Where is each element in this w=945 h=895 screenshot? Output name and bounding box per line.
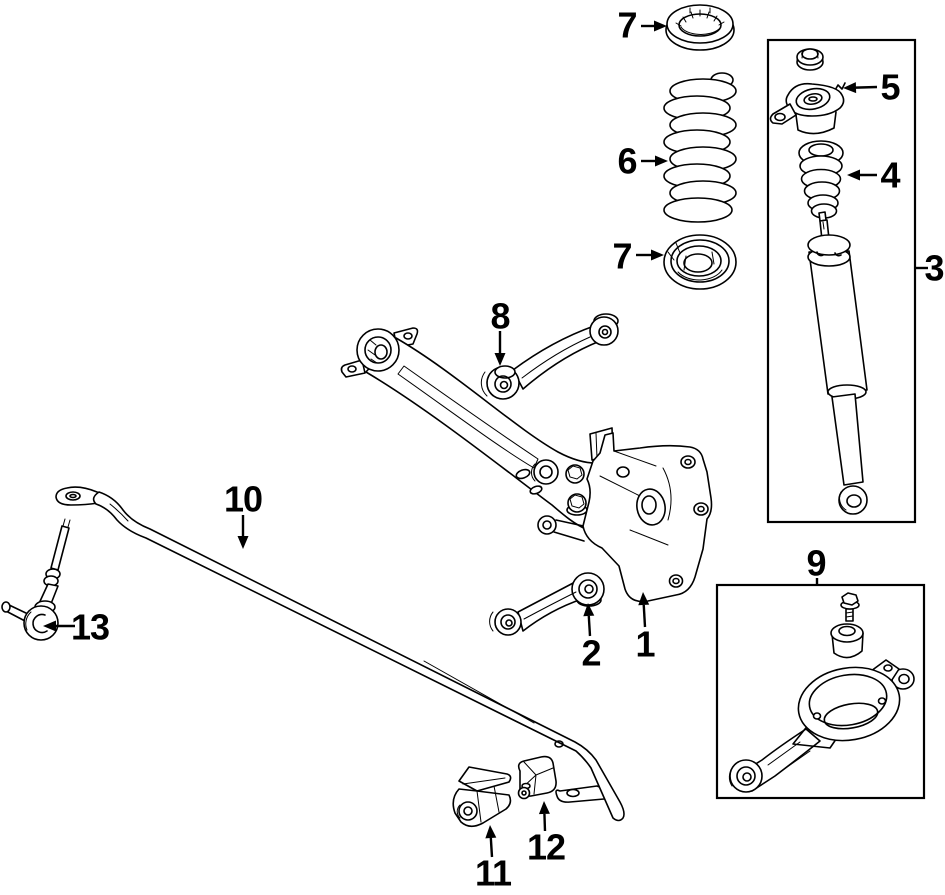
callout-number-9[interactable]: 9 bbox=[806, 543, 826, 584]
part-upper-spring-seat[interactable] bbox=[665, 4, 735, 51]
callout-leader-line bbox=[489, 837, 494, 858]
part-lower-control-arm-group[interactable] bbox=[728, 592, 915, 793]
callout-5[interactable]: 5 bbox=[843, 67, 901, 108]
callout-number-4[interactable]: 4 bbox=[880, 155, 901, 196]
part-knuckle[interactable] bbox=[537, 432, 713, 603]
callout-number-7[interactable]: 7 bbox=[617, 5, 637, 46]
callout-leader-line bbox=[642, 604, 647, 628]
callout-arrowhead bbox=[847, 169, 860, 181]
part-stabilizer-link[interactable] bbox=[1, 518, 71, 641]
callout-arrowhead bbox=[485, 825, 497, 839]
part-shock-absorber[interactable] bbox=[807, 211, 868, 515]
callout-number-10[interactable]: 10 bbox=[224, 479, 263, 520]
callout-arrowhead bbox=[638, 592, 650, 606]
callout-arrowhead bbox=[237, 536, 249, 549]
callout-arrowhead bbox=[43, 620, 56, 632]
callout-7[interactable]: 7 bbox=[617, 5, 667, 46]
part-coil-spring[interactable] bbox=[663, 72, 737, 223]
callout-number-12[interactable]: 12 bbox=[527, 827, 566, 868]
callout-10[interactable]: 10 bbox=[224, 479, 263, 550]
callout-leader-line bbox=[855, 85, 878, 89]
callout-number-3[interactable]: 3 bbox=[924, 248, 944, 289]
callout-arrowhead bbox=[651, 249, 664, 261]
callout-number-6[interactable]: 6 bbox=[617, 141, 637, 182]
part-shock-mount[interactable] bbox=[769, 48, 846, 135]
callout-arrowhead bbox=[654, 20, 667, 32]
callout-3[interactable]: 3 bbox=[914, 248, 945, 289]
callout-arrowhead bbox=[494, 353, 506, 366]
callout-number-8[interactable]: 8 bbox=[490, 296, 510, 337]
part-trailing-arm[interactable] bbox=[340, 327, 619, 533]
callout-arrowhead bbox=[538, 801, 550, 815]
part-lower-spring-seat[interactable] bbox=[663, 234, 737, 290]
callout-4[interactable]: 4 bbox=[847, 155, 901, 196]
part-bar-bushing[interactable] bbox=[517, 755, 557, 800]
callout-number-5[interactable]: 5 bbox=[880, 67, 901, 108]
callout-9[interactable]: 9 bbox=[806, 543, 827, 587]
callout-number-13[interactable]: 13 bbox=[71, 607, 110, 648]
part-upper-arm[interactable] bbox=[480, 313, 619, 400]
callout-arrowhead bbox=[843, 82, 857, 94]
callout-7[interactable]: 7 bbox=[612, 236, 664, 277]
part-bushing-bracket[interactable] bbox=[452, 766, 512, 828]
callout-2[interactable]: 2 bbox=[581, 603, 602, 674]
group-box-9 bbox=[715, 583, 926, 800]
callout-number-1[interactable]: 1 bbox=[635, 624, 656, 665]
callout-leader-line bbox=[587, 615, 592, 637]
callout-6[interactable]: 6 bbox=[617, 141, 668, 182]
group-boxes bbox=[715, 38, 926, 800]
callout-11[interactable]: 11 bbox=[475, 825, 513, 894]
group-box-3 bbox=[766, 38, 917, 524]
callout-12[interactable]: 12 bbox=[527, 801, 566, 868]
callout-number-11[interactable]: 11 bbox=[475, 853, 513, 894]
callout-arrowhead bbox=[655, 155, 668, 167]
callout-arrowhead bbox=[583, 603, 595, 617]
callout-number-2[interactable]: 2 bbox=[581, 633, 601, 674]
callout-leader-line bbox=[543, 813, 547, 832]
part-lower-link[interactable] bbox=[489, 572, 605, 636]
part-stabilizer-bar[interactable] bbox=[55, 486, 625, 822]
callout-8[interactable]: 8 bbox=[490, 296, 511, 367]
callout-number-7[interactable]: 7 bbox=[612, 236, 632, 277]
callout-1[interactable]: 1 bbox=[635, 592, 656, 665]
part-bump-stop[interactable] bbox=[798, 140, 844, 219]
callout-13[interactable]: 13 bbox=[43, 607, 110, 648]
